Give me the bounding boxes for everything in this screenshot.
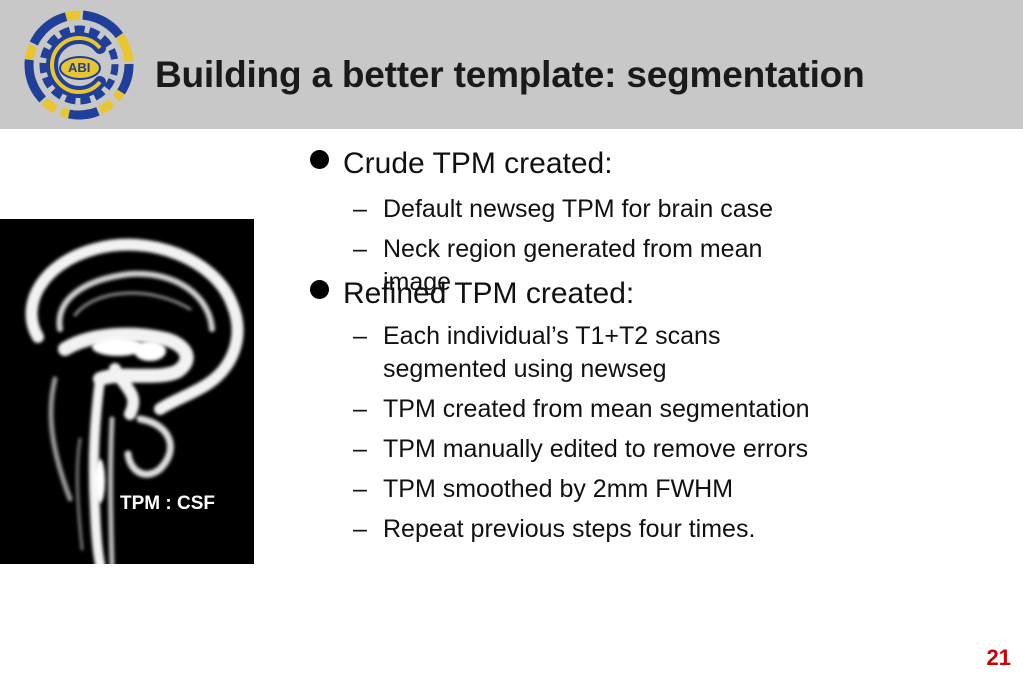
slide-header: ABI Building a better template: segmenta… [0, 0, 1023, 129]
dash-marker: – [353, 475, 367, 503]
dash-marker: – [353, 235, 367, 263]
bullet-item: Refined TPM created: [310, 277, 634, 311]
bullet-dot-icon [310, 280, 329, 299]
abi-logo-icon [24, 10, 134, 120]
sub-bullet-text: Neck region generated from mean image [383, 235, 763, 296]
sub-bullet-text: Default newseg TPM for brain case [383, 195, 774, 223]
bullet-dot-icon [310, 150, 329, 169]
dash-marker: – [353, 195, 367, 223]
bullet-text: Refined TPM created: [343, 277, 635, 310]
sub-bullet-item: – TPM manually edited to remove errors [353, 433, 943, 466]
tpm-csf-image [0, 219, 254, 564]
dash-marker: – [353, 435, 367, 463]
dash-marker: – [353, 322, 367, 350]
sub-bullet-item: – Default newseg TPM for brain case [353, 193, 803, 226]
sub-bullet-item: – Each individual’s T1+T2 scans segmente… [353, 320, 823, 386]
logo-text: ABI [68, 60, 91, 75]
sub-bullet-text: Each individual’s T1+T2 scans segmented … [383, 322, 721, 383]
sub-bullet-text: Repeat previous steps four times. [383, 515, 756, 543]
bullet-item: Crude TPM created: [310, 147, 613, 181]
slide-title: Building a better template: segmentation [155, 54, 865, 95]
brain-sagittal-image [25, 238, 244, 564]
page-number: 21 [986, 645, 1011, 670]
sub-bullet-item: – Neck region generated from mean image [353, 233, 803, 299]
bullet-text: Crude TPM created: [343, 147, 613, 180]
sub-bullet-text: TPM manually edited to remove errors [383, 435, 809, 463]
sub-bullet-item: – TPM smoothed by 2mm FWHM [353, 473, 943, 506]
dash-marker: – [353, 515, 367, 543]
sub-bullet-item: – TPM created from mean segmentation [353, 393, 943, 426]
sub-bullet-item: – Repeat previous steps four times. [353, 513, 943, 546]
image-caption: TPM : CSF [120, 493, 215, 514]
sub-bullet-text: TPM smoothed by 2mm FWHM [383, 475, 734, 503]
sub-bullet-text: TPM created from mean segmentation [383, 395, 810, 423]
dash-marker: – [353, 395, 367, 423]
